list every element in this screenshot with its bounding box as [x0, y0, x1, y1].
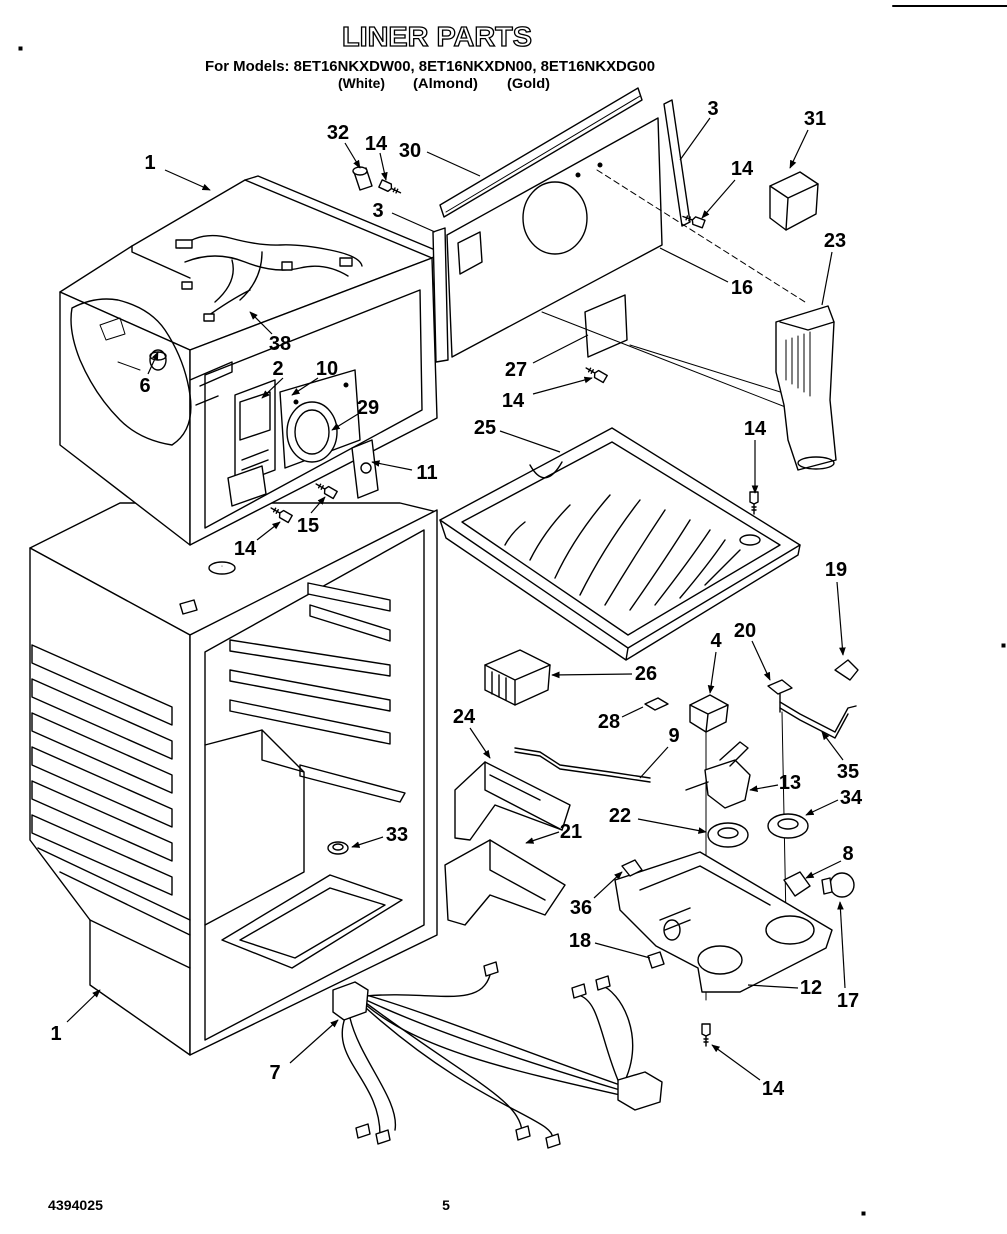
callout-8: 8 — [842, 843, 853, 865]
finish-gold: (Gold) — [507, 75, 550, 91]
part-16-evaporator-cover — [446, 117, 663, 358]
part-24-housing — [454, 761, 571, 841]
part-36-tab — [621, 859, 643, 877]
callout-14-c: 14 — [502, 390, 525, 412]
callout-27: 27 — [505, 359, 527, 381]
callout-12: 12 — [800, 977, 822, 999]
page-marks — [18, 5, 1007, 1216]
part-25-shelf — [439, 427, 801, 661]
screw-14-e — [270, 507, 293, 524]
part-13-thermostat — [685, 741, 751, 809]
screw-14-f — [701, 1023, 711, 1047]
callout-36: 36 — [570, 897, 592, 919]
part-31-cap — [769, 171, 819, 231]
part-20-pin — [767, 679, 793, 713]
part-32-plug — [352, 166, 373, 191]
screw-14-a — [378, 179, 402, 194]
callout-1-freezer-liner: 1 — [144, 152, 155, 174]
callout-25: 25 — [474, 417, 496, 439]
callout-35: 35 — [837, 761, 859, 783]
callout-4: 4 — [710, 630, 722, 652]
callout-19: 19 — [825, 559, 847, 581]
screw-15 — [315, 483, 338, 500]
part-12-control-housing — [614, 851, 833, 993]
screw-14-d — [749, 491, 759, 515]
page-number: 5 — [442, 1197, 450, 1213]
callout-1-fresh-food-liner: 1 — [50, 1023, 61, 1045]
callout-34: 34 — [840, 787, 863, 809]
callout-32: 32 — [327, 122, 349, 144]
page-title: LINER PARTS — [342, 21, 532, 52]
callout-9: 9 — [668, 725, 679, 747]
leader-lines — [66, 117, 846, 1081]
part-22-ring — [707, 822, 749, 848]
callout-14-a: 14 — [365, 133, 388, 155]
callout-26: 26 — [635, 663, 657, 685]
part-17-bulb — [821, 872, 855, 898]
callout-14-d: 14 — [744, 418, 767, 440]
callout-33: 33 — [386, 824, 408, 846]
callout-23: 23 — [824, 230, 846, 252]
callout-16: 16 — [731, 277, 753, 299]
callouts: 1 32 14 30 3 31 14 3 23 16 38 27 2 10 14… — [50, 98, 863, 1100]
finish-white: (White) — [338, 75, 385, 91]
callout-29: 29 — [357, 397, 379, 419]
callout-22: 22 — [609, 805, 631, 827]
callout-21: 21 — [560, 821, 582, 843]
callout-3-right: 3 — [707, 98, 718, 120]
callout-6: 6 — [139, 375, 150, 397]
part-21-cover — [444, 839, 566, 926]
part-34-ring — [767, 813, 809, 839]
fresh-food-liner — [29, 502, 438, 1056]
part-4-knob — [689, 694, 729, 733]
callout-14-b: 14 — [731, 158, 754, 180]
callout-18: 18 — [569, 930, 591, 952]
callout-38: 38 — [269, 333, 291, 355]
part-9-rod — [514, 747, 651, 783]
screw-14-b — [682, 215, 706, 229]
callout-28: 28 — [598, 711, 620, 733]
callout-17: 17 — [837, 990, 859, 1012]
part-8-socket — [783, 871, 811, 897]
callout-3-left: 3 — [372, 200, 383, 222]
part-35-bracket — [779, 701, 857, 739]
callout-10: 10 — [316, 358, 338, 380]
part-11-bracket — [351, 439, 379, 499]
callout-20: 20 — [734, 620, 756, 642]
part-23-air-duct — [775, 305, 837, 471]
part-3-right-strip — [663, 99, 691, 227]
models-line: For Models: 8ET16NKXDW00, 8ET16NKXDN00, … — [205, 58, 655, 75]
part-18-sleeve — [647, 951, 665, 969]
part-28-clip — [644, 697, 669, 711]
part-3-left-strip — [432, 227, 449, 363]
callout-31: 31 — [804, 108, 826, 130]
callout-30: 30 — [399, 140, 421, 162]
part-38-wire-harness — [175, 234, 363, 322]
callout-13: 13 — [779, 772, 801, 794]
callout-15: 15 — [297, 515, 319, 537]
screw-14-c — [585, 367, 608, 384]
callout-24: 24 — [453, 706, 476, 728]
part-26-block — [484, 649, 551, 706]
callout-14-e: 14 — [234, 538, 257, 560]
callout-7: 7 — [269, 1062, 280, 1084]
callout-2: 2 — [272, 358, 283, 380]
part-33-grommet — [327, 841, 349, 855]
document-number: 4394025 — [48, 1197, 103, 1213]
part-30-top-strip — [439, 87, 643, 218]
part-2-fan-motor-bracket — [227, 379, 276, 507]
callout-14-f: 14 — [762, 1078, 785, 1100]
finish-almond: (Almond) — [413, 75, 478, 91]
callout-11: 11 — [416, 462, 437, 484]
part-7-wire-harness — [332, 961, 663, 1149]
part-19-clip — [834, 659, 859, 681]
part-27-plate — [584, 294, 628, 358]
